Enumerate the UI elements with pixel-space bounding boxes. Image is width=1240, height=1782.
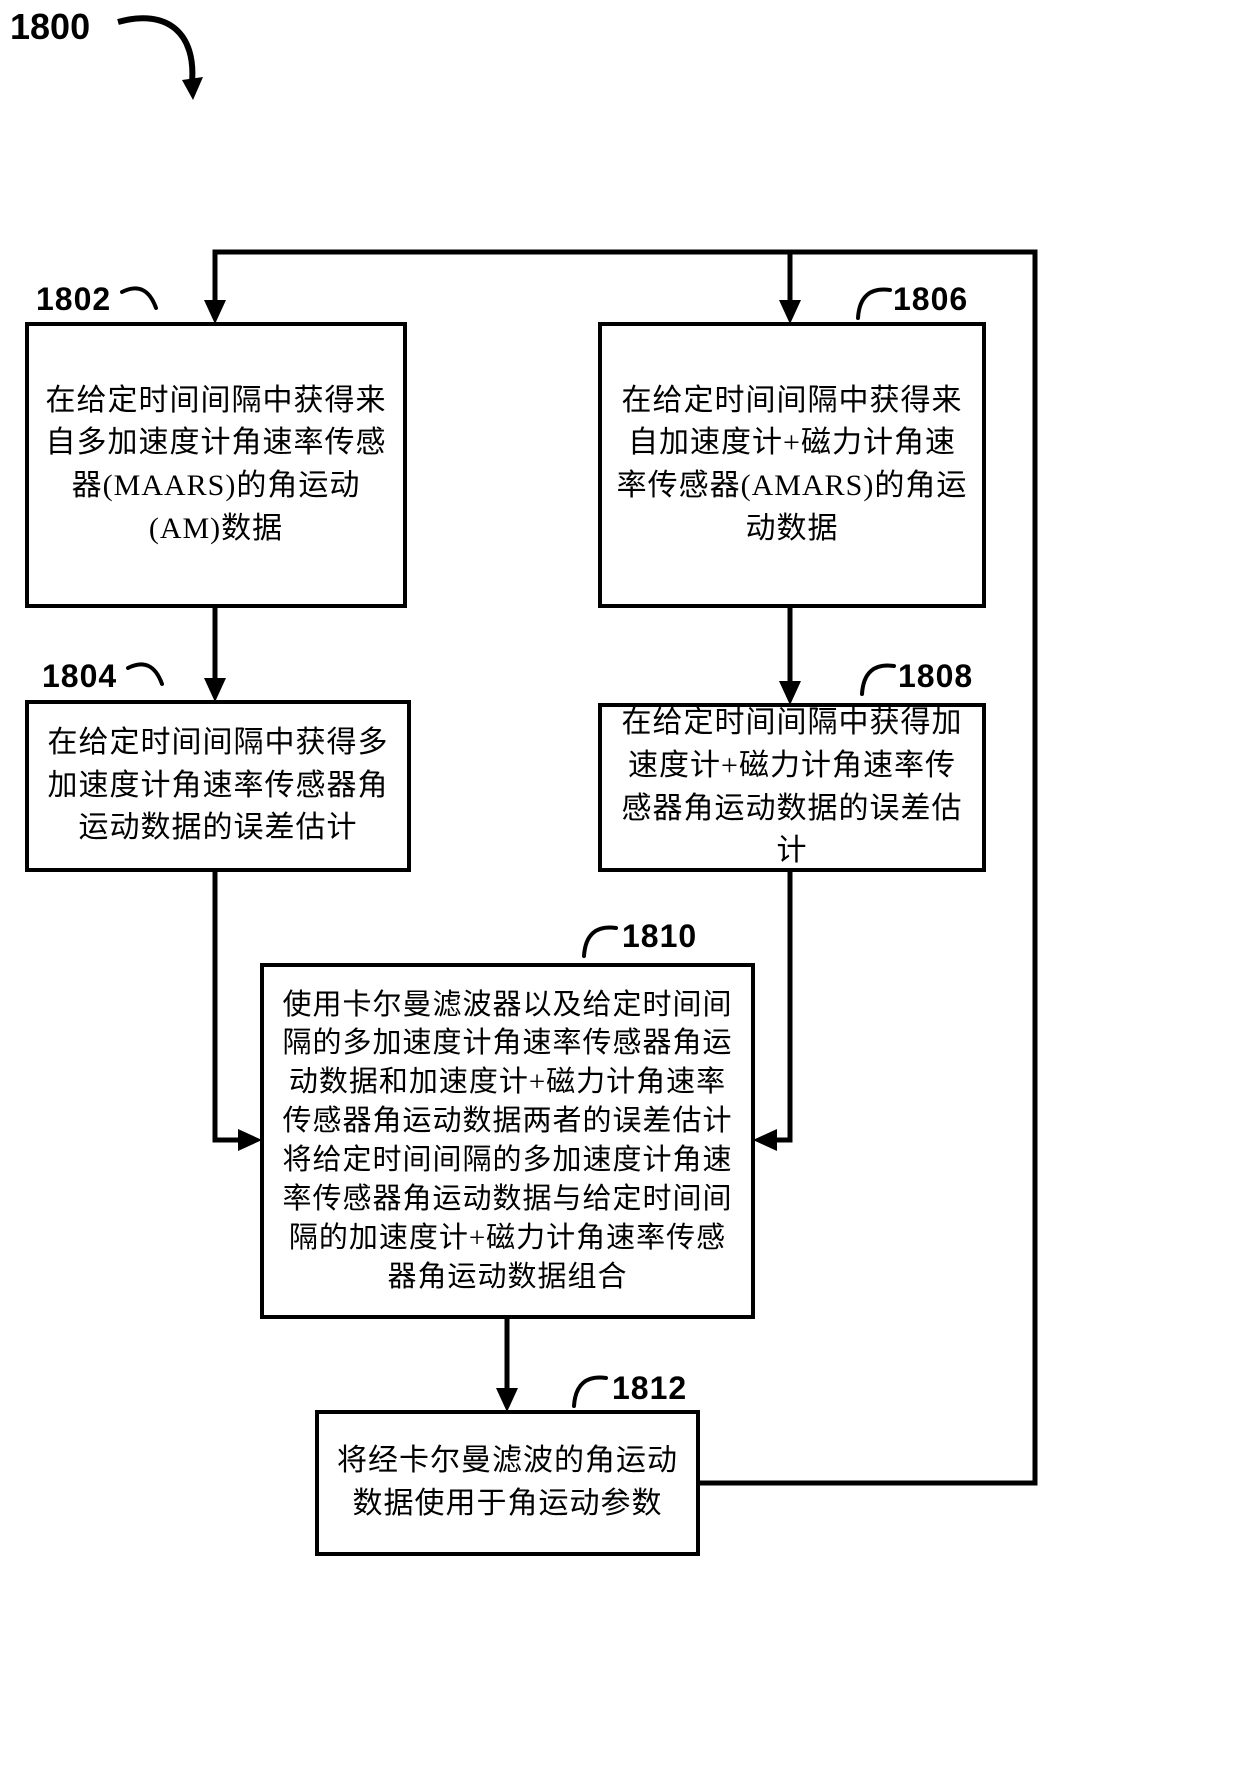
ref-label-1810: 1810: [622, 918, 698, 954]
hook-1810: [582, 925, 618, 958]
arrowhead-into-1810-right: [753, 1129, 777, 1151]
ref-label-1812: 1812: [612, 1370, 688, 1406]
ref-label-1804: 1804: [42, 658, 118, 694]
flow-box-1810: 使用卡尔曼滤波器以及给定时间间隔的多加速度计角速率传感器角运动数据和加速度计+磁…: [260, 963, 755, 1319]
arrow-1804-1810-line: [212, 872, 252, 1143]
hook-1802: [120, 286, 158, 310]
flow-box-1804-text: 在给定时间间隔中获得多加速度计角速率传感器角运动数据的误差估计: [47, 726, 389, 845]
arrowhead-into-1806: [779, 300, 801, 324]
figure-label-arrow-curve: [117, 15, 196, 83]
flow-box-1802-text: 在给定时间间隔中获得来自多加速度计角速率传感器(MAARS)的角运动(AM)数据: [45, 383, 387, 545]
arrowhead-into-1810-left: [238, 1129, 262, 1151]
figure-number: 1800: [10, 6, 91, 47]
hook-1812: [572, 1375, 608, 1408]
arrowhead-into-1812: [496, 1388, 518, 1412]
hook-1806: [856, 287, 892, 320]
flow-box-1802: 在给定时间间隔中获得来自多加速度计角速率传感器(MAARS)的角运动(AM)数据: [25, 322, 407, 608]
flow-box-1806: 在给定时间间隔中获得来自加速度计+磁力计角速率传感器(AMARS)的角运动数据: [598, 322, 986, 608]
flow-box-1808: 在给定时间间隔中获得加速度计+磁力计角速率传感器角运动数据的误差估计: [598, 703, 986, 872]
hook-1808: [860, 663, 896, 696]
arrowhead-into-1804: [204, 678, 226, 702]
arrowhead-into-1808: [779, 681, 801, 705]
arrowhead-into-1802: [204, 300, 226, 324]
ref-label-1806: 1806: [893, 281, 969, 317]
arrowhead-figure-label: [182, 77, 203, 100]
flow-box-1812: 将经卡尔曼滤波的角运动数据使用于角运动参数: [315, 1410, 700, 1556]
feedback-loop-line: [212, 249, 1038, 1486]
flow-box-1804: 在给定时间间隔中获得多加速度计角速率传感器角运动数据的误差估计: [25, 700, 411, 872]
flow-box-1810-text: 使用卡尔曼滤波器以及给定时间间隔的多加速度计角速率传感器角运动数据和加速度计+磁…: [282, 988, 733, 1293]
flow-box-1812-text: 将经卡尔曼滤波的角运动数据使用于角运动参数: [337, 1444, 678, 1520]
hook-1804: [126, 662, 164, 686]
flow-box-1808-text: 在给定时间间隔中获得加速度计+磁力计角速率传感器角运动数据的误差估计: [621, 706, 963, 868]
arrow-1808-1810-line: [763, 872, 793, 1143]
flow-box-1806-text: 在给定时间间隔中获得来自加速度计+磁力计角速率传感器(AMARS)的角运动数据: [616, 383, 968, 545]
ref-label-1802: 1802: [36, 281, 112, 317]
ref-label-1808: 1808: [898, 658, 974, 694]
